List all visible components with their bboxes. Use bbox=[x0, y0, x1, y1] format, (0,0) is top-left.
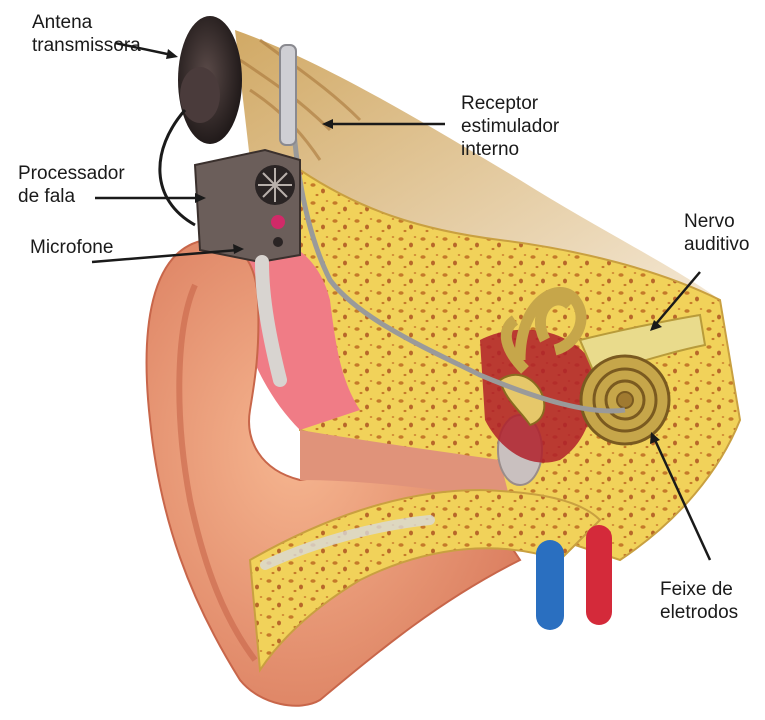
label-line: estimulador bbox=[461, 115, 559, 138]
label-line: eletrodos bbox=[660, 601, 738, 624]
vein bbox=[536, 540, 564, 630]
speech-processor bbox=[195, 150, 300, 262]
label-microfone: Microfone bbox=[30, 236, 113, 259]
label-line: auditivo bbox=[684, 233, 750, 256]
label-line: Processador bbox=[18, 162, 125, 185]
cochlea bbox=[581, 356, 669, 444]
label-line: interno bbox=[461, 138, 559, 161]
label-line: Nervo bbox=[684, 210, 750, 233]
label-line: de fala bbox=[18, 185, 125, 208]
antenna-cap bbox=[180, 67, 220, 123]
label-antena-transmissora: Antena transmissora bbox=[32, 11, 141, 57]
label-processador-de-fala: Processador de fala bbox=[18, 162, 125, 208]
artery bbox=[586, 525, 612, 625]
label-feixe-de-eletrodos: Feixe de eletrodos bbox=[660, 578, 738, 624]
label-line: Microfone bbox=[30, 236, 113, 259]
label-line: Receptor bbox=[461, 92, 559, 115]
label-line: Antena bbox=[32, 11, 141, 34]
label-nervo-auditivo: Nervo auditivo bbox=[684, 210, 750, 256]
label-receptor-estimulador: Receptor estimulador interno bbox=[461, 92, 559, 161]
arrowhead-antena bbox=[166, 49, 178, 59]
internal-receiver bbox=[280, 45, 296, 145]
label-line: transmissora bbox=[32, 34, 141, 57]
label-line: Feixe de bbox=[660, 578, 738, 601]
